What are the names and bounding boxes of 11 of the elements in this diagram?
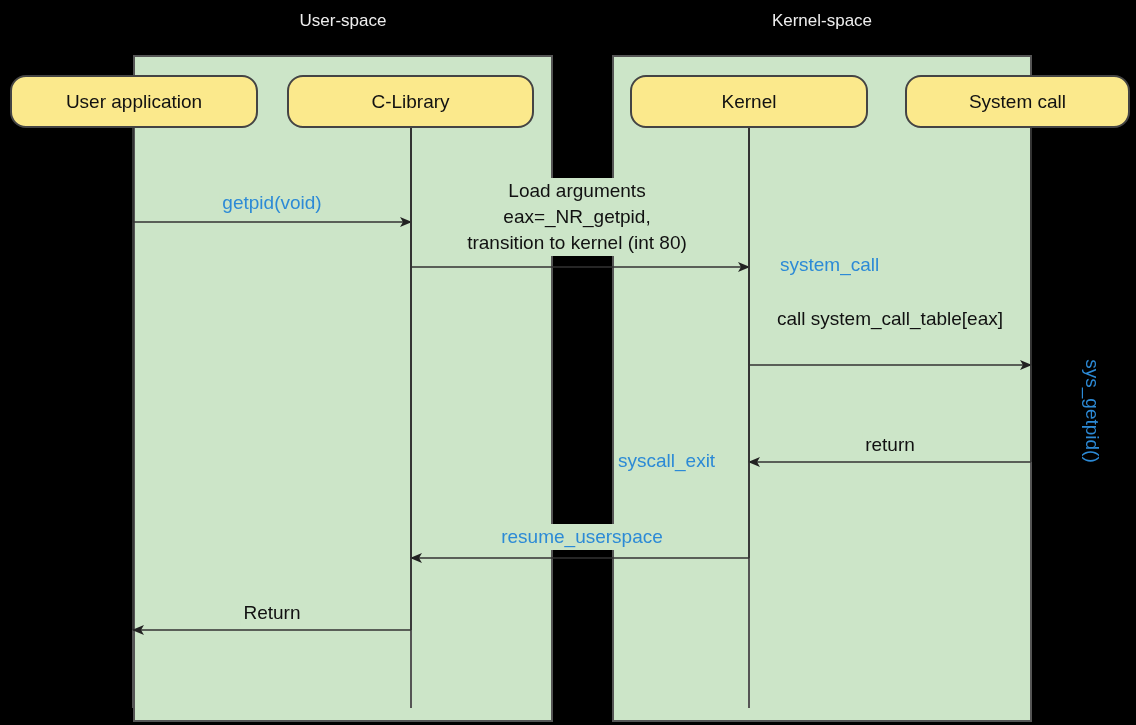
function-label: sys_getpid() [1080, 359, 1103, 463]
function-label: system_call [780, 254, 880, 276]
function-label: syscall_exit [618, 450, 716, 472]
lifeline-head: Kernel [630, 75, 868, 128]
panel-heading: Kernel-space [770, 11, 874, 31]
lifeline-head: System call [905, 75, 1130, 128]
lifeline-head: C-Library [287, 75, 534, 128]
message-arrow [132, 127, 412, 635]
message-arrow [748, 127, 1032, 467]
lifeline-head: User application [10, 75, 258, 128]
panel-heading: User-space [298, 11, 388, 31]
